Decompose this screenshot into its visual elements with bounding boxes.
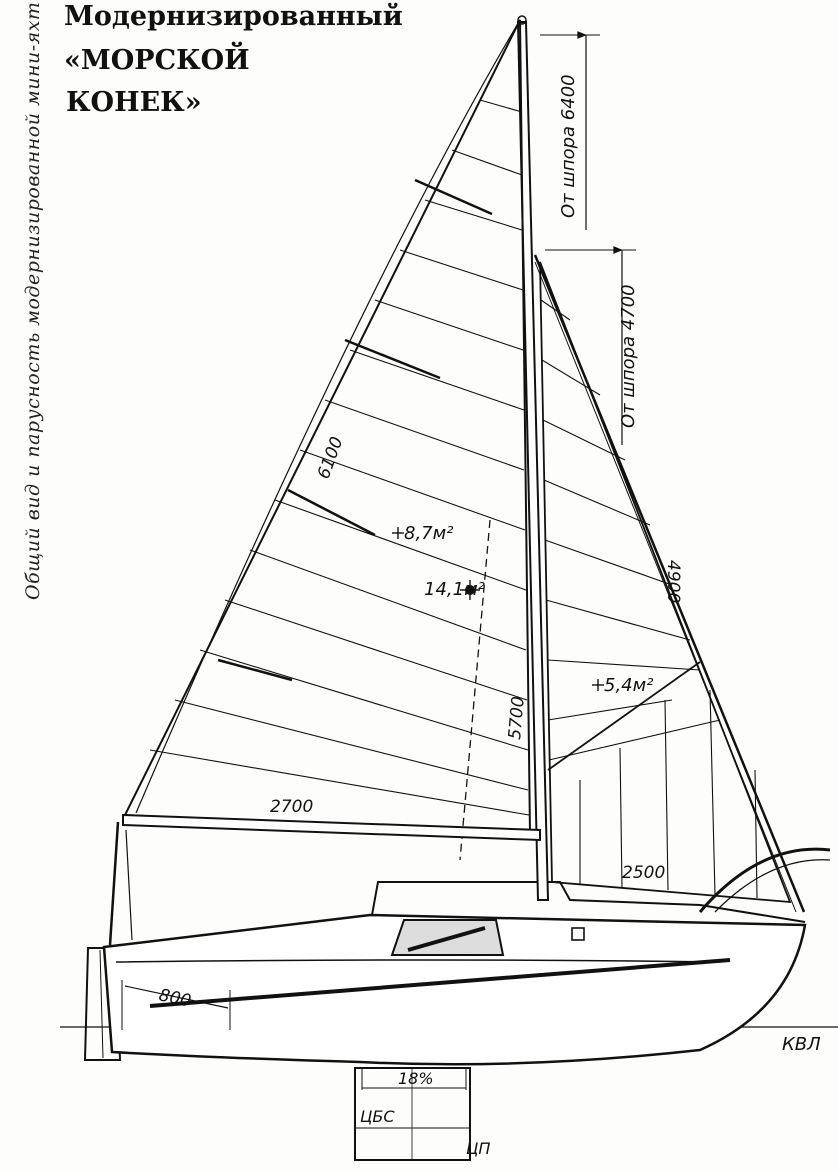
- main-area-label: 8,7м²: [404, 523, 453, 544]
- percent-label: 18%: [398, 1069, 434, 1088]
- mast: [516, 21, 550, 901]
- mainsail: [123, 19, 532, 837]
- title-line-3: КОНЕК»: [66, 87, 202, 118]
- mast-label: 5700: [505, 696, 529, 741]
- cabin: [371, 881, 806, 923]
- spur-mid-label: От шпора 4700: [618, 284, 639, 428]
- boom: [122, 813, 541, 842]
- forestay-label: 4900: [663, 560, 683, 603]
- jib-area-label: 5,4м²: [604, 675, 653, 696]
- bow-pulpit: [698, 847, 831, 913]
- title-line-1: Модернизированный: [64, 1, 403, 32]
- main-seams: [149, 99, 530, 816]
- cp-label: ЦП: [466, 1139, 490, 1158]
- cbs-label: ЦБС: [360, 1107, 395, 1126]
- title-line-2: «МОРСКОЙ: [64, 45, 250, 76]
- kvl-label: КВЛ: [782, 1034, 821, 1055]
- spur-top-label: От шпора 6400: [558, 74, 579, 218]
- total-area-label: 14,1м²: [424, 579, 485, 600]
- boom-label: 2700: [270, 797, 313, 817]
- hull: [102, 913, 807, 1066]
- centreboard: [354, 1067, 471, 1161]
- jib-seams: [540, 299, 758, 899]
- foot-label: 2500: [622, 863, 665, 883]
- luff-label: 6100: [314, 434, 348, 481]
